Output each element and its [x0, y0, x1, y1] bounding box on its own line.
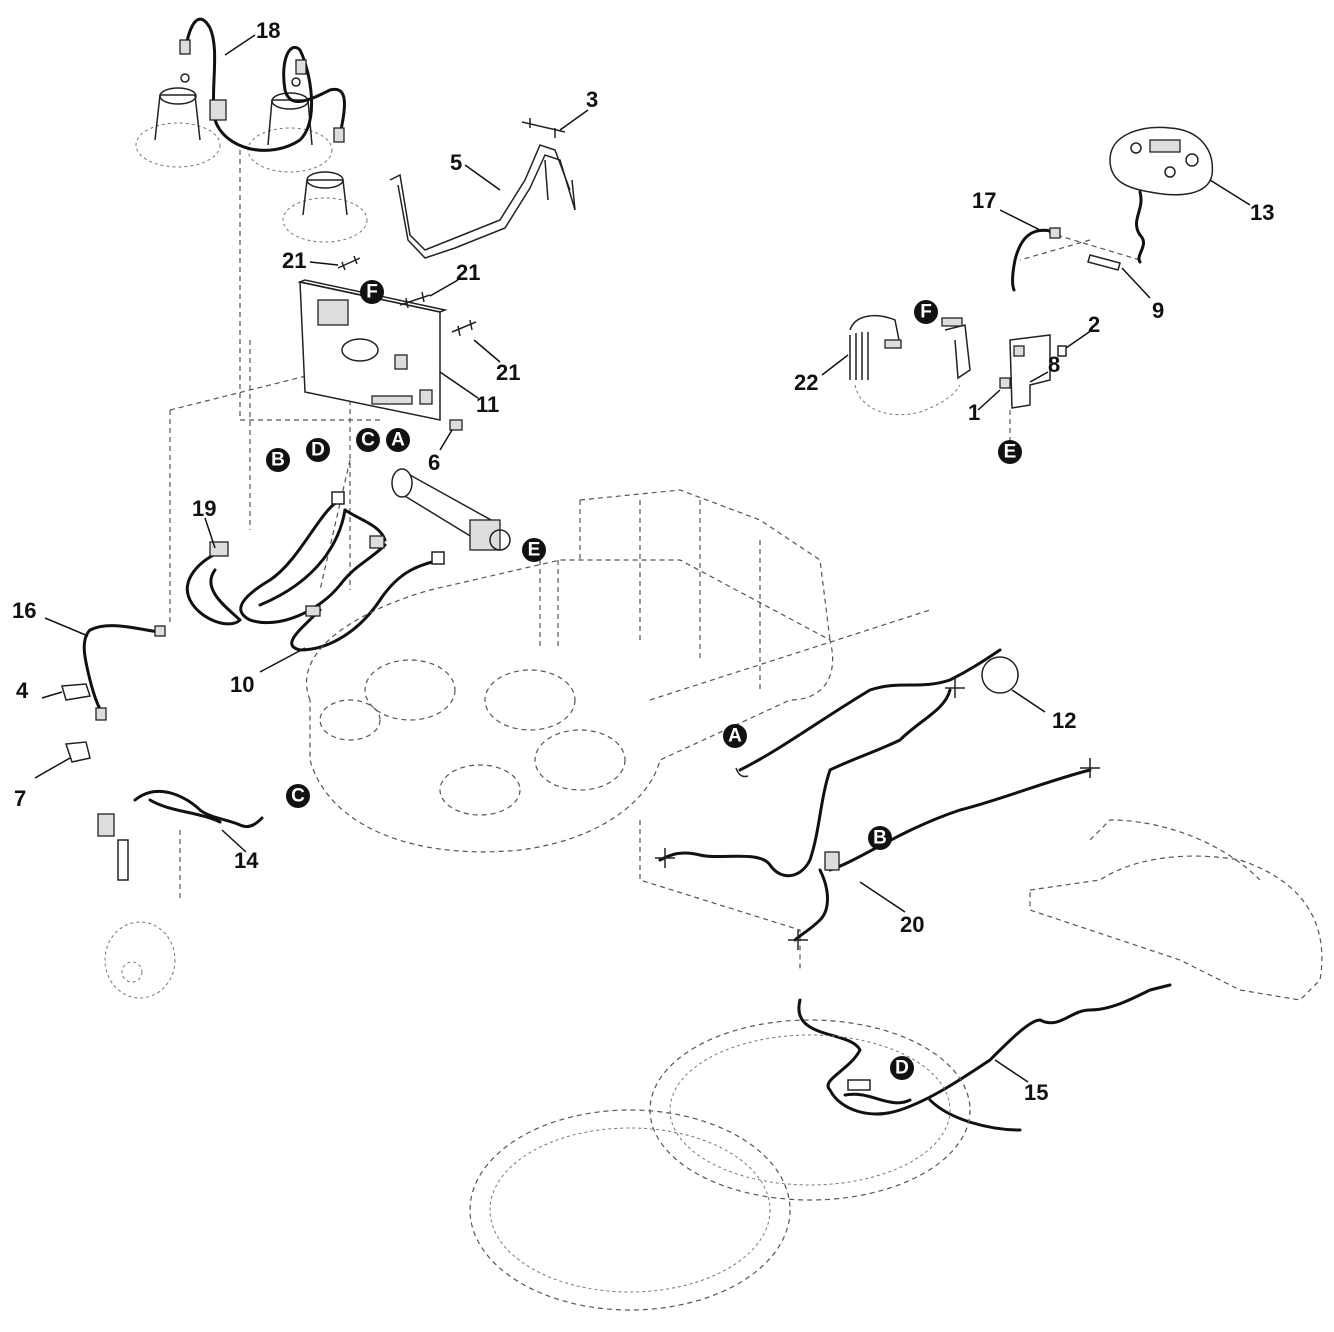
connector-18b [295, 59, 307, 75]
part-label-8: 8 [1048, 352, 1060, 377]
part-label-4: 4 [16, 678, 29, 703]
connector-18c [333, 127, 345, 143]
connector-marker-d-2: D [895, 1058, 909, 1079]
part-label-21b: 21 [456, 260, 480, 285]
connector-marker-f-2: F [920, 302, 932, 323]
connector-marker-c-2: C [291, 786, 305, 807]
part-label-22: 22 [794, 370, 818, 395]
wire-harness-15 [797, 983, 1172, 1116]
bumper-rings [469, 1019, 971, 1311]
connector-marker-e-2: E [1004, 442, 1017, 463]
connector-markers: A A B B C C D D E E F F [266, 280, 1022, 1080]
part-label-6: 6 [428, 450, 440, 475]
pin-21a [337, 255, 361, 271]
part-label-5: 5 [450, 150, 462, 175]
guide-lines [169, 150, 1141, 970]
part-label-15: 15 [1024, 1080, 1048, 1105]
connector-marker-b-2: B [873, 828, 887, 849]
part-label-21c: 21 [496, 360, 520, 385]
part-7 [64, 741, 91, 763]
part-label-21a: 21 [282, 248, 306, 273]
connector-marker-a-2: A [728, 726, 742, 747]
rear-housing [1029, 855, 1323, 1001]
part-label-16: 16 [12, 598, 36, 623]
circuit-board-11 [297, 279, 463, 431]
part-label-9: 9 [1152, 298, 1164, 323]
part-label-3: 3 [586, 87, 598, 112]
part-label-10: 10 [230, 672, 254, 697]
part-label-17: 17 [972, 188, 996, 213]
pin-3 [521, 118, 566, 138]
part-label-14: 14 [234, 848, 259, 873]
cable-17 [1011, 228, 1057, 292]
connector-marker-c-1: C [361, 430, 375, 451]
wire-harness-10 [239, 498, 387, 625]
leader-lines [34, 34, 1251, 1083]
part-label-18: 18 [256, 18, 280, 43]
part-2 [1057, 345, 1067, 357]
part-number-labels: 1 2 3 4 5 6 7 8 9 10 11 12 13 14 15 16 1… [12, 18, 1274, 1105]
chassis [305, 489, 834, 853]
part-label-20: 20 [900, 912, 924, 937]
wheel-assemblies [135, 73, 368, 243]
ribbon-cable-22 [849, 314, 971, 416]
connector-18d [209, 99, 227, 121]
wire-harness-19 [185, 550, 242, 626]
part-label-11: 11 [476, 392, 499, 417]
part-label-13: 13 [1250, 200, 1274, 225]
wire-harness-20 [738, 648, 1002, 772]
ribbon-cable-5 [389, 144, 571, 251]
pin-21c [451, 319, 477, 337]
wire-harness-14 [133, 789, 264, 829]
wire-harness-18 [183, 17, 346, 152]
pin-21b [399, 291, 431, 309]
connector-marker-b-1: B [271, 450, 285, 471]
connector-marker-d-1: D [311, 440, 325, 461]
connector-marker-e-1: E [528, 540, 541, 561]
part-label-1: 1 [968, 400, 980, 425]
part-label-7: 7 [14, 786, 26, 811]
part-label-2: 2 [1088, 312, 1100, 337]
motor-assembly [391, 468, 511, 551]
part-label-12: 12 [1052, 708, 1076, 733]
connector-marker-f-1: F [366, 282, 378, 303]
connector-18a [179, 39, 191, 55]
part-9 [1087, 254, 1121, 271]
part-4 [61, 683, 91, 701]
part-label-19: 19 [192, 496, 216, 521]
wire-harness-16 [82, 624, 162, 714]
display-unit-13 [1109, 126, 1214, 264]
connector-marker-a-1: A [391, 430, 405, 451]
